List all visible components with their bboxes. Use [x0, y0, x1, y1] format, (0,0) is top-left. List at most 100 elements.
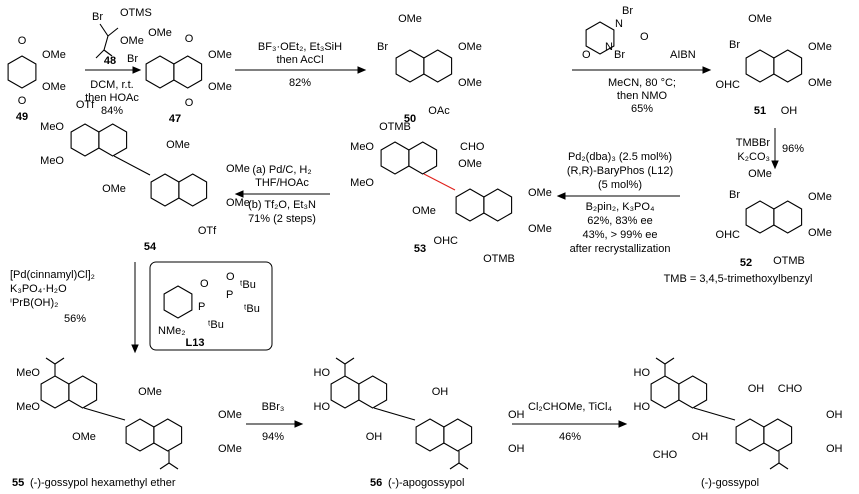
isopropyl-bond	[159, 462, 170, 470]
naphthalene-ring	[98, 123, 128, 157]
atom-label: Br	[127, 53, 138, 65]
naphthalene-ring	[408, 141, 438, 175]
atom-label: O	[185, 33, 194, 45]
new-biaryl-bond	[423, 173, 456, 191]
naphthalene-ring	[650, 375, 680, 409]
atom-label: OH	[692, 431, 709, 443]
isopropyl-bond	[458, 462, 469, 470]
arrow-head	[771, 160, 779, 170]
bond	[103, 35, 109, 51]
atom-label: MeO	[350, 177, 374, 189]
atom-label: OMe	[42, 49, 66, 61]
atom-label: MeO	[40, 155, 64, 167]
reagent-text: DCM, r.t.	[90, 79, 133, 91]
arrow-head	[618, 420, 628, 428]
naphthalene-ring	[483, 188, 513, 222]
compound-label-55: 55	[12, 477, 24, 489]
yield-text: 65%	[631, 103, 653, 115]
naphthalene-ring	[358, 375, 388, 409]
naphthalene-ring	[68, 375, 98, 409]
atom-label: OTMB	[379, 121, 411, 133]
atom-label: OMe	[208, 49, 232, 61]
isopropyl-bond	[168, 462, 179, 470]
atom-label: CHO	[778, 383, 803, 395]
atom-label: OTf	[76, 99, 95, 111]
atom-label: O	[185, 97, 194, 109]
naphthalene-ring	[145, 55, 175, 89]
reagent-text: B₂pin₂, K₃PO₄	[586, 201, 655, 213]
atom-label: OMe	[808, 77, 832, 89]
benzene-ring	[163, 285, 193, 319]
atom-label: OMe	[120, 35, 144, 47]
footnote: TMB = 3,4,5-trimethoxylbenzyl	[664, 273, 813, 285]
atom-label: O	[640, 31, 649, 43]
naphthalene-ring	[150, 173, 180, 207]
atom-label: CHO	[460, 141, 485, 153]
reagent-text: BF₃·OEt₂, Et₃SiH	[258, 41, 342, 53]
biaryl-bond	[113, 155, 151, 176]
biaryl-bond	[83, 407, 126, 421]
arrow-head	[702, 66, 712, 74]
isopropyl-bond	[769, 462, 780, 470]
hydantoin-ring	[585, 21, 615, 55]
naphthalene-ring	[173, 55, 203, 89]
naphthalene-ring	[125, 418, 155, 452]
reagent-text: AIBN	[670, 49, 696, 61]
reagent-text: BBr₃	[262, 401, 285, 413]
atom-label: OMe	[458, 77, 482, 89]
atom-label: Br	[729, 189, 740, 201]
atom-label: OMe	[398, 13, 422, 25]
atom-label: OHC	[716, 79, 741, 91]
isopropyl-bond	[45, 357, 56, 365]
atom-label: O	[200, 278, 209, 290]
yield-text: 43%, > 99% ee	[583, 229, 658, 241]
atom-label: OMe	[148, 27, 172, 39]
naphthalene-ring	[773, 200, 803, 234]
atom-label: OHC	[434, 235, 459, 247]
reagent-text: then HOAc	[85, 92, 139, 104]
yield-text: 96%	[782, 143, 804, 155]
ligand-box	[149, 261, 273, 351]
naphthalene-ring	[745, 49, 775, 83]
compound-label-49: 49	[16, 111, 28, 123]
arrow-head	[234, 190, 244, 198]
atom-label: OH	[508, 443, 525, 455]
reagent-text: then AcCl	[276, 54, 323, 66]
compound-label-51: 51	[754, 105, 766, 117]
reagent-text: Cl₂CHOMe, TiCl₄	[528, 401, 612, 413]
compound-label-56: 56	[370, 477, 382, 489]
atom-label: OTMB	[773, 255, 805, 267]
arrow-head	[132, 66, 142, 74]
yield-text: 56%	[64, 313, 86, 325]
atom-label: N	[605, 41, 613, 53]
reagent-text: MeCN, 80 °C;	[608, 77, 676, 89]
isopropyl-bond	[655, 357, 666, 365]
atom-label: O	[18, 35, 27, 47]
arrow-head	[556, 192, 566, 200]
atom-label: OMe	[528, 187, 552, 199]
atom-label: OMe	[808, 227, 832, 239]
atom-label: OTMS	[120, 7, 152, 19]
atom-label: Br	[729, 39, 740, 51]
atom-label: OMe	[226, 163, 250, 175]
reagent-text: TMBBr	[736, 137, 771, 149]
atom-label: OMe	[42, 81, 66, 93]
naphthalene-ring	[40, 375, 70, 409]
naphthalene-ring	[773, 49, 803, 83]
atom-label: CHO	[653, 449, 678, 461]
atom-label: Br	[377, 41, 388, 53]
atom-label: OAc	[428, 105, 450, 117]
arrow-head	[294, 420, 304, 428]
reagent-text: ⁱPrB(OH)₂	[10, 297, 58, 309]
atom-label: P	[226, 289, 233, 301]
naphthalene-ring	[443, 418, 473, 452]
atom-label: MeO	[16, 401, 40, 413]
isopropyl-bond	[664, 357, 675, 365]
reagent-text: K₃PO₄·H₂O	[10, 283, 67, 295]
atom-label: OMe	[208, 81, 232, 93]
naphthalene-ring	[735, 418, 765, 452]
reagent-text: (b) Tf₂O, Et₃N	[248, 199, 316, 211]
atom-label: OMe	[102, 183, 126, 195]
atom-label: OMe	[528, 223, 552, 235]
atom-label: OMe	[226, 197, 250, 209]
